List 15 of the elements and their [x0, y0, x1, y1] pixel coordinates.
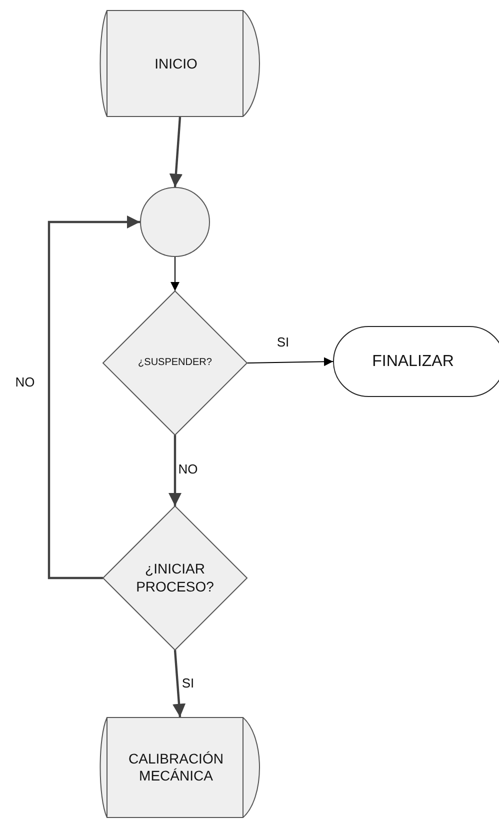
edge-label: SI: [180, 676, 196, 690]
arrow: [169, 116, 183, 188]
edge-label: NO: [177, 462, 199, 476]
node-label: FINALIZAR: [371, 352, 455, 372]
edge-label: NO: [14, 374, 36, 390]
node-label: ¿INICIAR PROCESO?: [135, 560, 215, 596]
arrow: [172, 650, 186, 718]
edge-label: SI: [276, 334, 290, 350]
arrow: [170, 256, 180, 292]
node-label: CALIBRACIÓN MECÁNICA: [128, 750, 224, 785]
arrow: [246, 357, 334, 366]
arrow: [48, 215, 140, 580]
node-label: ¿SUSPENDER?: [137, 356, 213, 370]
node-label: INICIO: [154, 54, 198, 72]
arrow: [168, 435, 182, 506]
